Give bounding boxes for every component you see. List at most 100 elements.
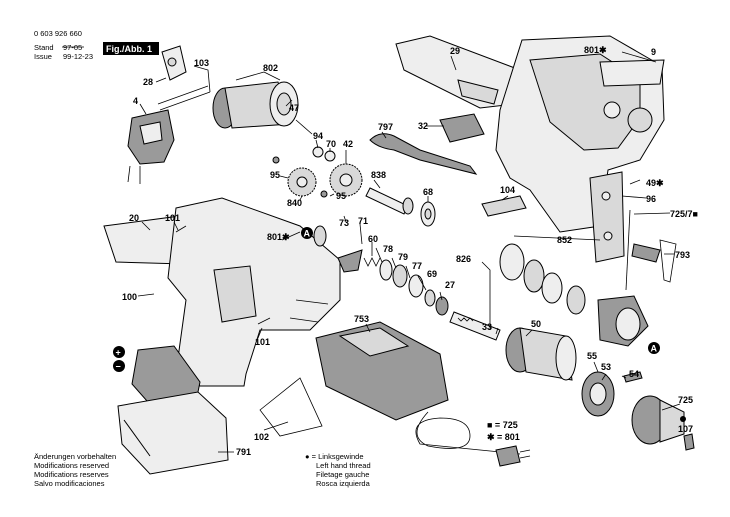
- thread-en: Left hand thread: [316, 461, 371, 470]
- callout-79: 79: [398, 252, 408, 262]
- header-block: 0 603 926 660 Stand Issue 97-05 99-12-23…: [34, 29, 159, 61]
- figure-badge: [103, 42, 159, 55]
- callout-104: 104: [500, 185, 515, 195]
- callout-53: 53: [601, 362, 611, 372]
- svg-text:−: −: [116, 362, 121, 372]
- callout-826: 826: [456, 254, 471, 264]
- part-54-screw: [623, 371, 643, 383]
- part-793-clip: [659, 239, 677, 283]
- callout-55: 55: [587, 351, 597, 361]
- callout-70: 70: [326, 139, 336, 149]
- callout-797: 797: [378, 122, 393, 132]
- part-797-strap: [369, 133, 478, 175]
- part-gears-upper: [312, 146, 363, 197]
- callout-9: 9: [651, 47, 656, 57]
- legend-725: ■ = 725: [487, 420, 518, 430]
- callout-27: 27: [445, 280, 455, 290]
- part-838-spindle: [365, 187, 414, 215]
- callout-107: 107: [678, 424, 693, 434]
- callout-73: 73: [339, 218, 349, 228]
- modifications-note: Änderungen vorbehalten Modifications res…: [34, 452, 116, 488]
- callout-50: 50: [531, 319, 541, 329]
- part-4-switch: [127, 109, 175, 184]
- part-32-latch: [439, 113, 485, 143]
- callout-100: 100: [122, 292, 137, 302]
- svg-text:A: A: [651, 344, 658, 354]
- part-791-battery: [117, 345, 229, 475]
- marker-minus: −: [113, 360, 125, 372]
- part-107-screw: [683, 433, 695, 451]
- callout-102: 102: [254, 432, 269, 442]
- part-68-bearing: [420, 201, 436, 227]
- callout-49: 49✱: [646, 178, 664, 188]
- svg-text:+: +: [116, 348, 121, 358]
- callout-54: 54: [629, 369, 639, 379]
- callout-96: 96: [646, 194, 656, 204]
- callout-801-mid: 801✱: [267, 232, 290, 242]
- thread-es: Rosca izquierda: [316, 479, 371, 488]
- callout-78: 78: [383, 244, 393, 254]
- callout-101-top: 101: [165, 213, 180, 223]
- part-73-ring: [313, 225, 327, 247]
- part-28-bracket: [161, 45, 187, 81]
- part-101-screws: [175, 225, 271, 325]
- stand-old: 97-05: [63, 43, 82, 52]
- callout-60: 60: [368, 234, 378, 244]
- callout-labels: 28 103 802 47 4 29 801✱ 9 797 32 94 70 4…: [122, 45, 698, 457]
- part-96-cap: [589, 171, 625, 263]
- marker-plus: +: [113, 346, 125, 358]
- thread-de: ● = Linksgewinde: [305, 452, 364, 461]
- callout-47: 47: [289, 103, 299, 113]
- callout-802: 802: [263, 63, 278, 73]
- callout-20: 20: [129, 213, 139, 223]
- callout-840: 840: [287, 198, 302, 208]
- note-de: Änderungen vorbehalten: [34, 452, 116, 461]
- svg-text:A: A: [304, 229, 311, 239]
- callout-801-top: 801✱: [584, 45, 607, 55]
- thread-fr: Filetage gauche: [316, 470, 369, 479]
- note-fr: Modifications reserves: [34, 470, 109, 479]
- power-cord: [415, 411, 531, 467]
- callout-95-left: 95: [270, 170, 280, 180]
- part-725-chuck: [631, 395, 685, 445]
- callout-793: 793: [675, 250, 690, 260]
- callout-69: 69: [427, 269, 437, 279]
- callout-68: 68: [423, 187, 433, 197]
- symbol-legend: ■ = 725 ✱ = 801: [487, 420, 520, 442]
- part-50-collar: [505, 327, 577, 381]
- part-9-housing: [495, 35, 665, 233]
- part-852-ring-gears: [499, 243, 586, 315]
- part-27-ring: [435, 296, 449, 316]
- part-104-label: [481, 195, 527, 217]
- stand-date: 99-12-23: [63, 52, 93, 61]
- callout-725-7: 725/7■: [670, 209, 698, 219]
- callout-101-bottom: 101: [255, 337, 270, 347]
- callout-95-right: 95: [336, 191, 346, 201]
- marker-a-right: A: [648, 342, 660, 354]
- callout-753: 753: [354, 314, 369, 324]
- part-103-terminal: [157, 85, 211, 111]
- stand-label: Stand: [34, 43, 54, 52]
- callout-838: 838: [371, 170, 386, 180]
- callout-725: 725: [678, 395, 693, 405]
- figure-label: Fig./Abb. 1: [106, 44, 152, 54]
- part-802-motor: [212, 81, 313, 135]
- note-en: Modifications reserved: [34, 461, 109, 470]
- callout-71: 71: [358, 216, 368, 226]
- legend-801: ✱ = 801: [487, 432, 520, 442]
- callout-42: 42: [343, 139, 353, 149]
- callout-32: 32: [418, 121, 428, 131]
- part-78-79-77-69-washers: [379, 259, 436, 307]
- callout-29: 29: [450, 46, 460, 56]
- leader-lines: [137, 51, 685, 453]
- callout-94: 94: [313, 131, 323, 141]
- callout-33: 33: [482, 322, 492, 332]
- part-20-handle-housing: [103, 197, 341, 387]
- marker-a-left: A: [301, 227, 313, 239]
- part-60-spring: [363, 257, 381, 267]
- thread-note: ● = Linksgewinde Left hand thread Fileta…: [305, 452, 371, 488]
- part-753-charger: [315, 321, 449, 421]
- left-thread-dot-107: [680, 416, 686, 422]
- callout-103: 103: [194, 58, 209, 68]
